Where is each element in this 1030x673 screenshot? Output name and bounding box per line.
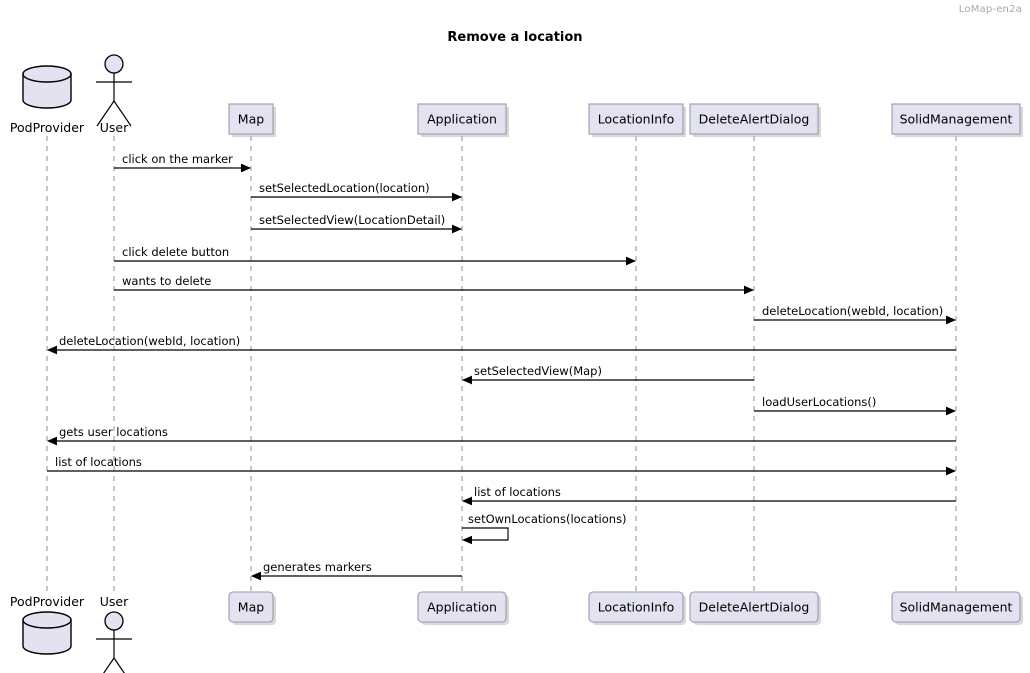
messages-layer: click on the marker setSelectedLocation(l… [47,152,956,581]
participant-map[interactable]: Map [228,591,276,625]
participant-application[interactable]: Application [417,591,509,625]
message-arrowhead [744,285,754,295]
message-label: deleteLocation(webId, location) [762,304,943,318]
message-arrowhead [47,436,57,446]
participant-application[interactable]: Application [417,103,509,137]
message-line [462,527,509,541]
message-arrowhead [462,375,472,385]
message-12: list of locations [462,485,956,506]
actor-head-icon [104,611,124,631]
message-3: setSelectedView(LocationDetail) [251,213,462,234]
participant-map[interactable]: Map [228,103,276,137]
message-13: setOwnLocations(locations) [462,512,627,545]
participant-label: Map [238,600,264,615]
message-label: deleteLocation(webId, location) [59,334,240,348]
message-label: setSelectedView(LocationDetail) [259,213,445,227]
participant-label: Application [427,112,497,127]
participant-label: SolidManagement [900,600,1013,615]
message-arrowhead [462,496,472,506]
participant-solidmanagement[interactable]: SolidManagement [891,103,1023,137]
message-label: loadUserLocations() [762,395,876,409]
message-label: generates markers [263,560,372,574]
participant-podprovider[interactable]: PodProvider [10,65,85,135]
participant-box [417,591,507,623]
page-title: Remove a location [447,30,583,45]
message-label: setOwnLocations(locations) [468,512,627,526]
database-top-icon [22,65,72,83]
participant-label: LocationInfo [598,112,675,127]
message-11: list of locations [47,455,956,476]
message-label: setSelectedView(Map) [474,364,602,378]
message-10: gets user locations [47,425,956,446]
participant-label: DeleteAlertDialog [699,112,810,127]
participant-box [891,591,1021,623]
participant-box [588,103,684,135]
message-arrowhead [452,192,462,202]
message-1: click on the marker [114,152,251,173]
participant-deletealertdialog[interactable]: DeleteAlertDialog [689,591,821,625]
participants-layer: PodProviderPodProviderUserUserMapMapAppl… [10,54,1023,673]
participant-box [891,103,1021,135]
participant-podprovider[interactable]: PodProvider [10,594,85,655]
participant-label: LocationInfo [598,600,675,615]
message-7: deleteLocation(webId, location) [47,334,956,355]
message-label: wants to delete [122,274,211,288]
message-label: setSelectedLocation(location) [259,181,430,195]
participant-label: SolidManagement [900,112,1013,127]
actor-head-icon [104,54,124,74]
participant-label: PodProvider [10,594,85,609]
watermark-label: LoMap-en2a [958,4,1022,15]
message-2: setSelectedLocation(location) [251,181,462,202]
message-label: gets user locations [59,425,168,439]
message-14: generates markers [251,560,462,581]
message-8: setSelectedView(Map) [462,364,754,385]
message-label: click on the marker [122,152,233,166]
database-body-icon [22,619,72,655]
message-arrowhead [462,535,472,545]
message-arrowhead [251,571,261,581]
message-arrowhead [47,345,57,355]
database-body-icon [22,73,72,109]
participant-label: DeleteAlertDialog [699,600,810,615]
message-arrowhead [946,466,956,476]
message-label: list of locations [474,485,561,499]
message-arrowhead [241,163,251,173]
participant-user[interactable]: User [96,594,132,673]
actor-body-icon [96,630,132,673]
database-top-icon [22,611,72,629]
participant-box [689,103,819,135]
participant-label: Application [427,600,497,615]
message-label: list of locations [55,455,142,469]
lifelines-layer [46,136,957,592]
participant-label: Map [238,112,264,127]
participant-box [588,591,684,623]
message-arrowhead [452,224,462,234]
participant-box [689,591,819,623]
participant-label: User [100,594,129,609]
participant-solidmanagement[interactable]: SolidManagement [891,591,1023,625]
message-5: wants to delete [114,274,754,295]
participant-user[interactable]: User [96,54,132,135]
participant-box [228,103,274,135]
message-6: deleteLocation(webId, location) [754,304,956,325]
participant-deletealertdialog[interactable]: DeleteAlertDialog [689,103,821,137]
participant-label: PodProvider [10,120,85,135]
actor-body-icon [96,73,132,127]
message-label: click delete button [122,245,229,259]
participant-locationinfo[interactable]: LocationInfo [588,591,686,625]
participant-box [228,591,274,623]
participant-label: User [100,120,129,135]
message-arrowhead [946,315,956,325]
participant-locationinfo[interactable]: LocationInfo [588,103,686,137]
message-9: loadUserLocations() [754,395,956,416]
message-arrowhead [946,406,956,416]
message-4: click delete button [114,245,636,266]
message-arrowhead [626,256,636,266]
participant-box [417,103,507,135]
